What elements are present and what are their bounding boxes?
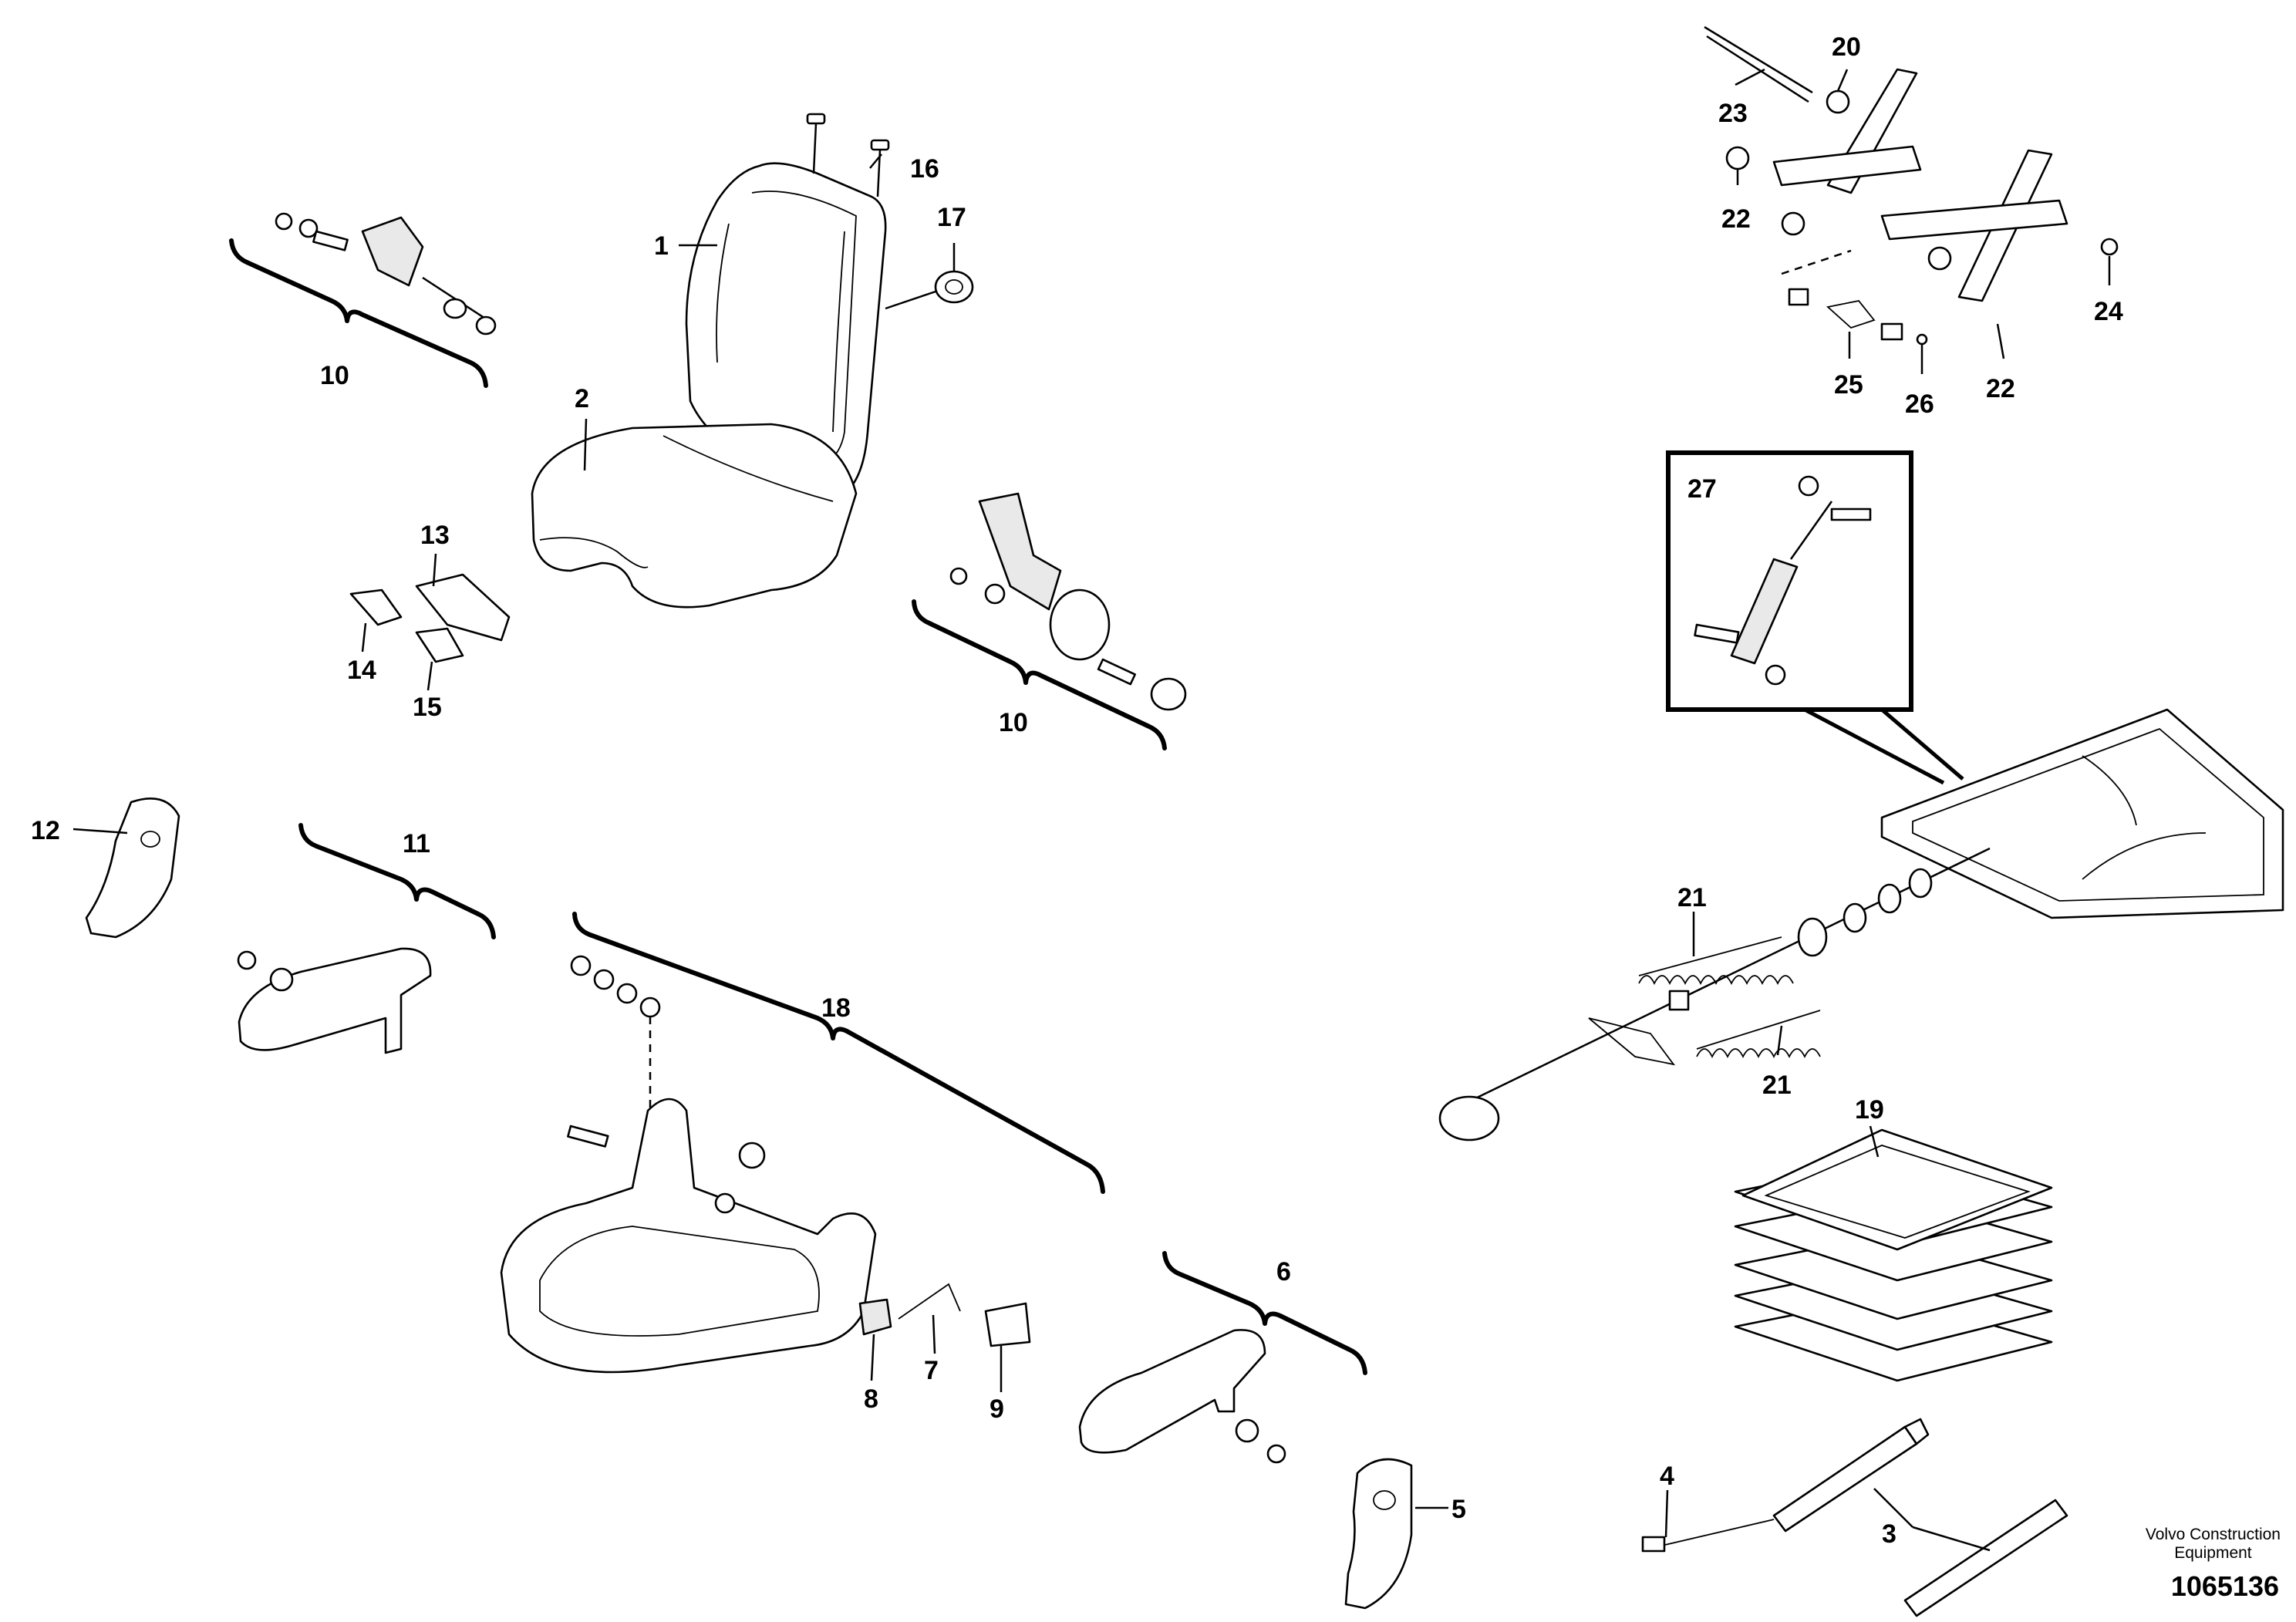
brand-line-1: Volvo Construction — [2145, 1526, 2281, 1543]
callout-10-right: 10 — [999, 708, 1028, 737]
callout-12: 12 — [31, 816, 60, 845]
bracket-11 — [298, 823, 496, 939]
brand-line-2: Equipment — [2174, 1544, 2252, 1562]
callout-22-left: 22 — [1721, 204, 1751, 234]
callout-27: 27 — [1687, 474, 1717, 504]
callout-10-left: 10 — [320, 361, 349, 390]
coil-spring-part — [1638, 936, 1821, 1059]
armrest-left-part — [237, 947, 432, 1054]
seat-cushion-part — [531, 423, 858, 609]
callout-24: 24 — [2094, 297, 2123, 326]
callout-5: 5 — [1451, 1495, 1466, 1524]
gas-spring-inset-box — [1666, 450, 1964, 785]
callout-9: 9 — [990, 1394, 1004, 1424]
bracket-18 — [572, 912, 1105, 1194]
callout-26: 26 — [1905, 389, 1934, 419]
callout-3: 3 — [1882, 1519, 1896, 1549]
callout-25: 25 — [1834, 370, 1863, 400]
callout-labels: 1 2 3 4 5 6 7 8 9 10 10 11 12 13 14 15 1… — [31, 32, 2123, 1549]
callout-14: 14 — [347, 656, 376, 685]
callout-1: 1 — [654, 231, 669, 261]
callout-21-top: 21 — [1677, 883, 1707, 912]
callout-13: 13 — [420, 521, 450, 550]
callout-17: 17 — [937, 203, 966, 232]
callout-15: 15 — [413, 693, 442, 722]
drawing-number: 1065136 — [2170, 1570, 2279, 1602]
callout-23: 23 — [1718, 99, 1748, 128]
adjust-rod-part — [1438, 847, 1991, 1141]
callout-11: 11 — [403, 829, 430, 858]
leader-lines — [72, 68, 2111, 1552]
side-cover-right-part — [1344, 1458, 1413, 1610]
seat-belt-left-part — [275, 212, 497, 336]
adjust-knob-part — [885, 270, 974, 310]
callout-7: 7 — [924, 1356, 939, 1385]
callout-2: 2 — [575, 384, 589, 413]
callout-21-bottom: 21 — [1762, 1071, 1792, 1100]
callout-19: 19 — [1855, 1095, 1884, 1125]
brand-text: Volvo Construction Equipment — [2146, 1526, 2281, 1563]
base-plate-part — [1880, 708, 2284, 919]
seat-belt-right-part — [949, 492, 1187, 711]
scissor-suspension-part — [1704, 25, 2119, 346]
callout-16: 16 — [910, 154, 939, 184]
bracket-6 — [1162, 1251, 1367, 1375]
callout-6: 6 — [1276, 1257, 1291, 1286]
clip-part — [349, 573, 511, 663]
bracket-10-left — [229, 238, 488, 388]
armrest-right-part — [1078, 1329, 1286, 1464]
callout-22-right: 22 — [1986, 374, 2015, 403]
side-cover-part — [85, 798, 180, 939]
bellows-part — [1734, 1128, 2053, 1382]
callout-20: 20 — [1832, 32, 1861, 62]
callout-4: 4 — [1660, 1462, 1674, 1491]
seat-pan-part — [500, 955, 1031, 1374]
callout-8: 8 — [864, 1384, 878, 1414]
callout-18: 18 — [821, 993, 851, 1023]
bracket-10-right — [912, 599, 1167, 750]
slide-rail-part — [1641, 1418, 2068, 1617]
